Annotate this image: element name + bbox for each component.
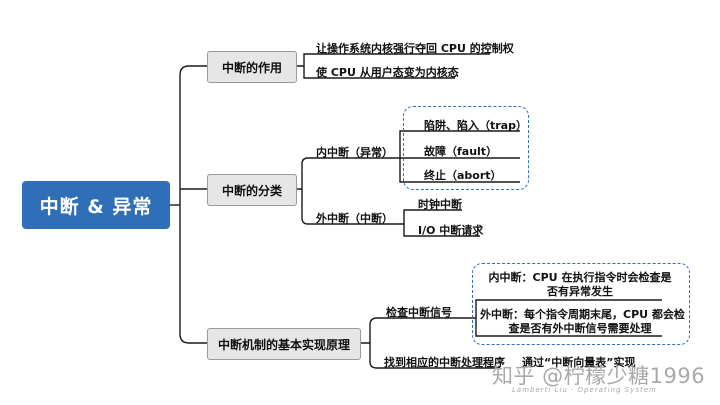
node-purpose[interactable]: 中断的作用 <box>207 51 297 83</box>
external-item-io[interactable]: I/O 中断请求 <box>418 224 484 237</box>
connector-io <box>403 224 480 237</box>
external-item-clock[interactable]: 时钟中断 <box>418 198 462 211</box>
internal-item-abort[interactable]: 终止（abort） <box>424 169 502 182</box>
root-node[interactable]: 中断 & 异常 <box>22 181 170 229</box>
internal-item-trap[interactable]: 陷阱、陷入（trap） <box>424 119 527 132</box>
connector-external <box>301 189 390 225</box>
node-mechanism[interactable]: 中断机制的基本实现原理 <box>207 328 361 360</box>
connector-purpose-1 <box>296 53 490 67</box>
connector-check-internal <box>460 299 662 319</box>
purpose-item-2[interactable]: 使 CPU 从用户态变为内核态 <box>316 66 459 79</box>
connector-clock <box>390 209 462 225</box>
connector-mechanism <box>179 205 207 344</box>
connector-check <box>360 317 460 344</box>
node-external-interrupt[interactable]: 外中断（中断） <box>316 212 393 225</box>
connector-trap <box>390 130 520 159</box>
purpose-item-1[interactable]: 让操作系统内核强行夺回 CPU 的控制权 <box>316 42 514 55</box>
check-internal-line-2: 否有异常发生 <box>547 285 613 298</box>
check-external-line-1: 外中断：每个指令周期末尾，CPU 都会检 <box>480 308 685 321</box>
connector-abort <box>399 158 520 183</box>
node-internal-interrupt[interactable]: 内中断（异常） <box>316 146 393 159</box>
check-external-text[interactable]: 外中断：每个指令周期末尾，CPU 都会检 查是否有外中断信号需要处理 <box>480 308 685 336</box>
check-internal-text[interactable]: 内中断：CPU 在执行指令时会检查是 否有异常发生 <box>482 271 678 299</box>
node-check-signal[interactable]: 检查中断信号 <box>386 306 452 319</box>
connector-purpose <box>179 65 207 205</box>
internal-highlight-frame <box>403 106 529 190</box>
check-external-line-2: 查是否有外中断信号需要处理 <box>508 322 652 335</box>
check-highlight-frame <box>472 263 690 345</box>
connector-handler <box>369 343 500 369</box>
check-internal-line-1: 内中断：CPU 在执行指令时会检查是 <box>488 271 672 284</box>
connector-internal <box>296 157 390 190</box>
node-find-handler[interactable]: 找到相应的中断处理程序 <box>384 356 505 369</box>
connector-purpose-2 <box>303 66 455 79</box>
internal-item-fault[interactable]: 故障（fault） <box>424 145 498 158</box>
handler-note: 通过“中断向量表”实现 <box>522 356 636 369</box>
watermark: 知乎 @柠檬少糖1996 <box>492 364 706 388</box>
node-classification[interactable]: 中断的分类 <box>207 174 297 206</box>
watermark-subtitle: Lamberti Liu · Operating System <box>512 386 657 394</box>
